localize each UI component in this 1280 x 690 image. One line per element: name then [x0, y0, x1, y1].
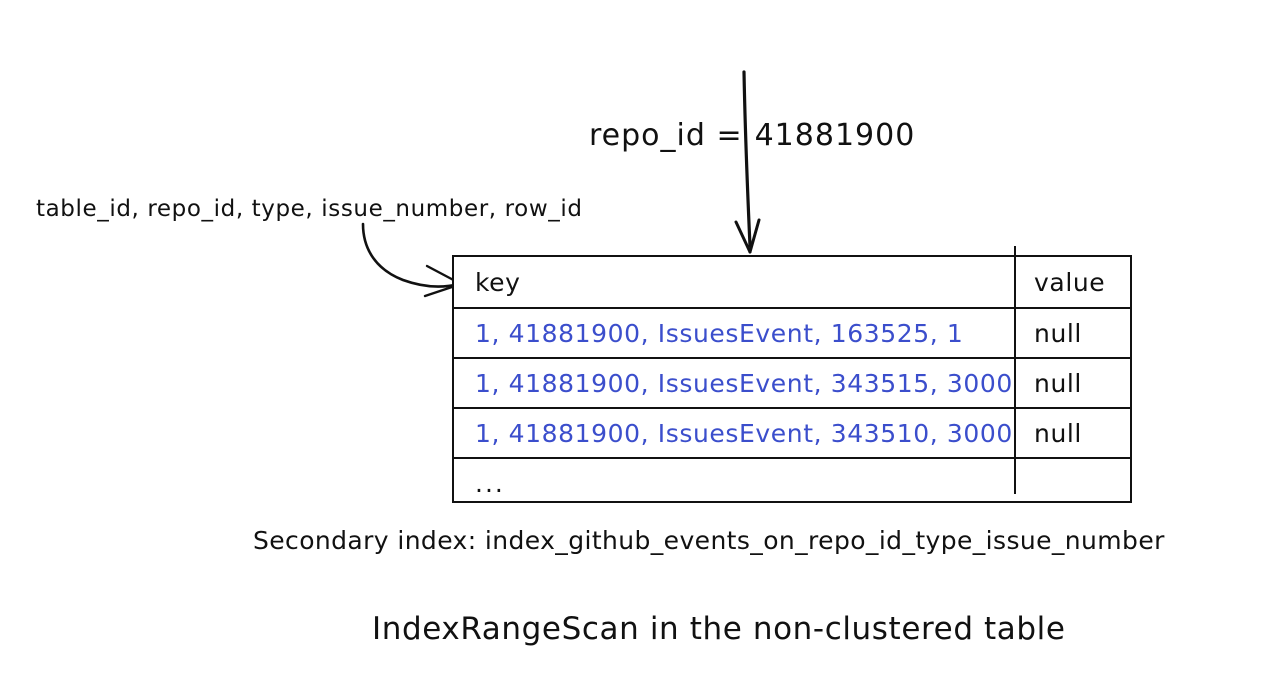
secondary-index-caption: Secondary index: index_github_events_on_… — [253, 526, 1165, 555]
table-row-ellipsis: ... — [454, 457, 1130, 507]
row-key: 1, 41881900, IssuesEvent, 343515, 30001 — [475, 368, 1016, 398]
row-key: ... — [475, 468, 505, 498]
table-row: 1, 41881900, IssuesEvent, 163525, 1 null — [454, 307, 1130, 357]
key-value-table: key value 1, 41881900, IssuesEvent, 1635… — [452, 255, 1132, 503]
predicate-value: 41881900 — [754, 118, 916, 153]
column-header-key: key — [475, 267, 521, 297]
row-key: 1, 41881900, IssuesEvent, 343510, 30002 — [475, 418, 1016, 448]
row-value: null — [1034, 368, 1082, 398]
predicate-field: repo_id = — [589, 118, 743, 153]
predicate-to-table-arrow — [734, 70, 761, 254]
figure-title: IndexRangeScan in the non-clustered tabl… — [372, 611, 1066, 647]
predicate-label: repo_id = 41881900 — [589, 119, 915, 153]
table-column-divider — [1014, 246, 1016, 494]
row-value: null — [1034, 418, 1082, 448]
table-header-row: key value — [454, 257, 1130, 307]
table-row: 1, 41881900, IssuesEvent, 343515, 30001 … — [454, 357, 1130, 407]
row-key: 1, 41881900, IssuesEvent, 163525, 1 — [475, 318, 964, 348]
index-columns-label: table_id, repo_id, type, issue_number, r… — [36, 196, 583, 222]
table-row: 1, 41881900, IssuesEvent, 343510, 30002 … — [454, 407, 1130, 457]
column-header-value: value — [1034, 267, 1106, 297]
row-value: null — [1034, 318, 1082, 348]
